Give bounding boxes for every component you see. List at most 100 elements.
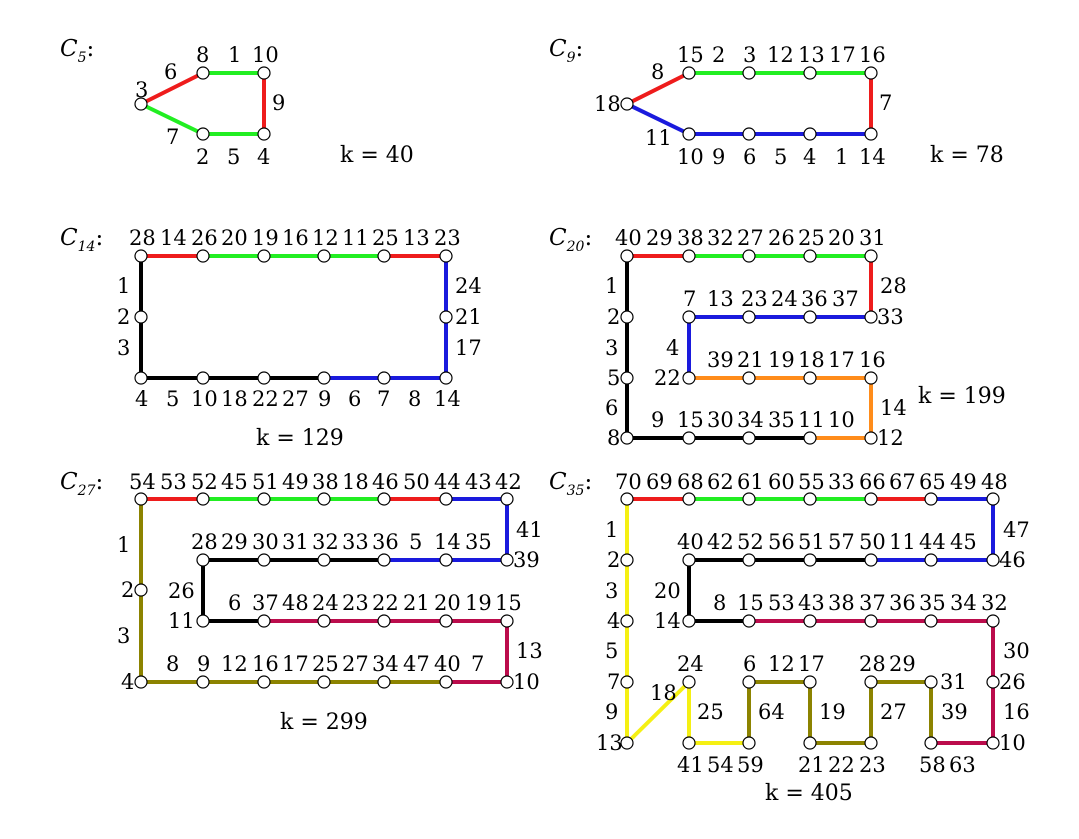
vertex [682,492,696,506]
vertex [257,614,271,628]
vertex [803,553,817,567]
edge-label: 20 [221,226,248,250]
vertex [682,127,696,141]
vertex-label: 42 [495,470,522,494]
vertex-label: 31 [859,226,886,250]
edge-label: 53 [768,591,795,615]
edge-label: 23 [741,287,768,311]
vertex-label: 51 [252,470,279,494]
edge-label: 49 [282,470,309,494]
edge-label: 25 [697,700,724,724]
vertex [134,492,148,506]
edge-label: 64 [758,700,785,724]
edge-label: 45 [950,530,977,554]
vertex-label: 14 [654,609,681,633]
vertex [196,249,210,263]
edge-label: 5 [409,530,422,554]
vertex-label: 38 [312,470,339,494]
vertex-label: 44 [434,470,461,494]
vertex-label: 19 [252,226,279,250]
vertex-label: 4 [803,145,816,169]
edge-label: 35 [768,408,795,432]
vertex [500,553,514,567]
vertex [134,371,148,385]
vertex-label: 6 [743,652,756,676]
edge-label: 17 [455,336,482,360]
edge-label: 9 [651,408,664,432]
edge-label: 5 [166,387,179,411]
edge [625,680,691,745]
edge-label: 11 [645,126,672,150]
edge-label: 1 [835,145,848,169]
label-group: 18 15 3 13 16 14 4 6 10 8 2 12 17 7 1 5 … [594,43,1004,169]
edge-label: 43 [465,470,492,494]
edge-label: 41 [516,518,543,542]
vertex [257,249,271,263]
vertex [620,97,634,111]
vertex [924,492,938,506]
edge-label: 8 [408,387,421,411]
vertex-label: 22 [654,366,681,390]
edge-group [139,497,509,684]
vertex-label: 7 [683,287,696,311]
edge-label: 12 [768,652,795,676]
vertex-label: 44 [919,530,946,554]
vertex [377,371,391,385]
vertex [924,553,938,567]
vertex [864,736,878,750]
vertex [317,553,331,567]
vertex [864,127,878,141]
edge-label: 6 [605,396,618,420]
edge-label: 18 [221,387,248,411]
vertex-label: 21 [455,305,482,329]
edge-label: 13 [707,287,734,311]
vertex-label: 22 [252,387,279,411]
vertex [682,249,696,263]
graph-c14: C14: [60,225,482,451]
label-group: 54 52 51 38 46 44 42 39 14 36 32 30 28 1… [117,470,543,735]
vertex [439,553,453,567]
edge-label: 12 [221,652,248,676]
vertex-label: 4 [135,387,148,411]
edge-label: 18 [650,681,677,705]
graph-title: C27: [60,469,103,499]
edge-label: 3 [117,336,130,360]
edge-label: 51 [798,530,825,554]
edge-label: 23 [342,591,369,615]
vertex [864,431,878,445]
edge-label: 31 [282,530,309,554]
vertex [986,553,1000,567]
vertex [439,492,453,506]
edge-label: 19 [465,591,492,615]
vertex-label: 6 [743,145,756,169]
vertex [196,127,210,141]
edge-label: 42 [707,530,734,554]
vertex [864,492,878,506]
vertex [439,675,453,689]
graph-c35: C35: [549,469,1030,806]
vertex [682,675,696,689]
vertex [986,675,1000,689]
vertex [134,583,148,597]
vertex-label: 40 [677,530,704,554]
vertex [257,675,271,689]
vertex-label: 66 [859,470,886,494]
edge-label: 9 [712,145,725,169]
edge-label: 8 [166,652,179,676]
edge-label: 47 [1003,518,1030,542]
edge-label: 7 [166,125,179,149]
vertex [196,492,210,506]
edge-label: 1 [117,274,130,298]
edge-label: 16 [282,226,309,250]
vertex-label: 8 [196,43,209,67]
edge-label: 7 [879,91,892,115]
edge-label: 13 [516,639,543,663]
vertex-label: 61 [737,470,764,494]
graph-c27: C27: [60,469,543,735]
vertex [682,310,696,324]
vertex [682,371,696,385]
vertex [864,675,878,689]
vertex-label: 25 [372,226,399,250]
vertex [134,97,148,111]
edge-label: 36 [801,287,828,311]
